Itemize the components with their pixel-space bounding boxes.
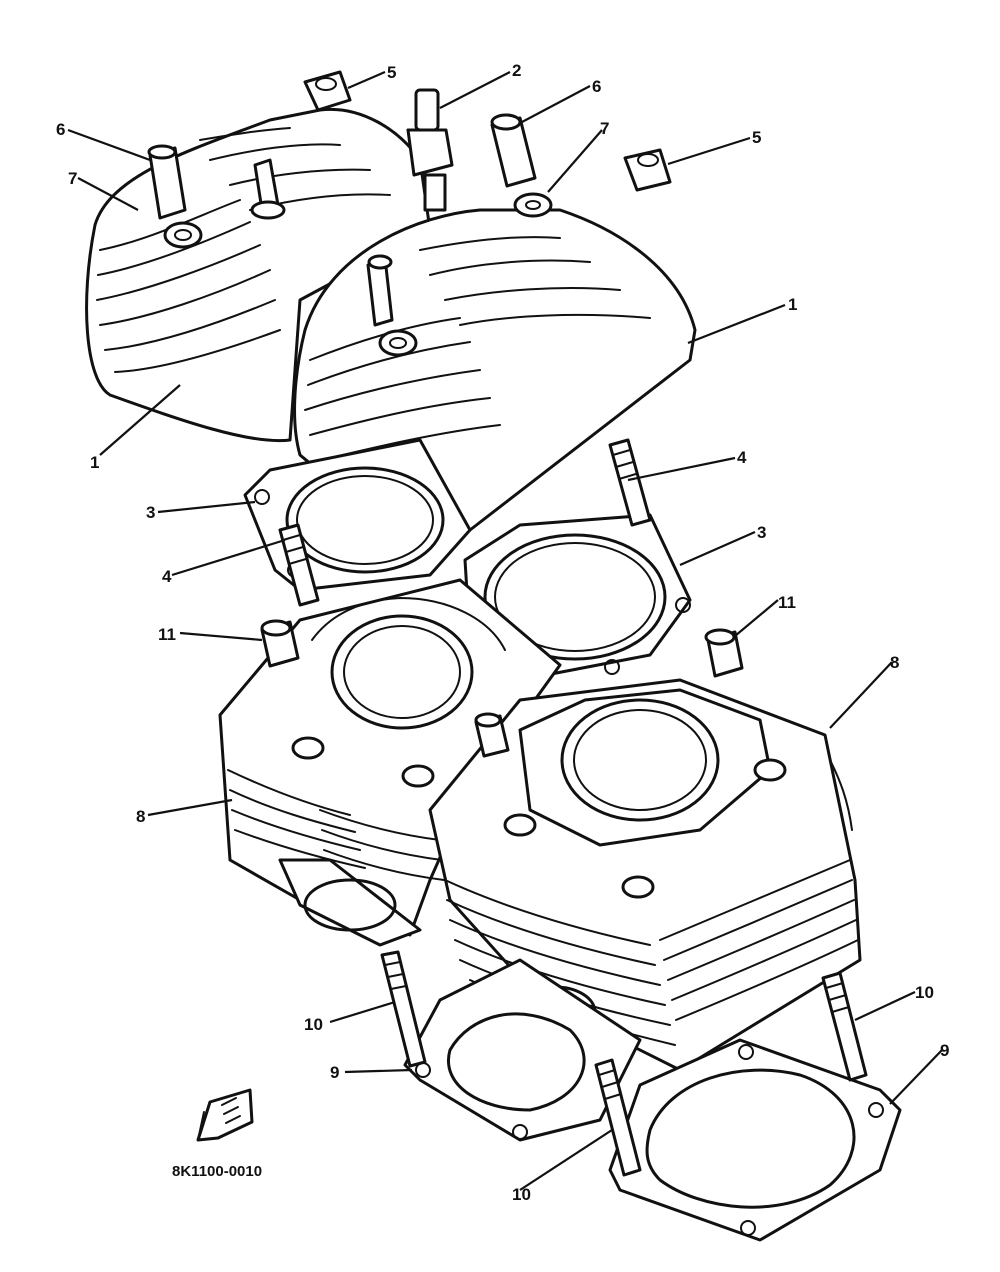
base-stud-10-right	[821, 971, 868, 1082]
callout-4-left: 4	[162, 567, 172, 586]
callout-4-right: 4	[737, 448, 747, 467]
cylinder-block-rear	[218, 578, 562, 947]
callout-3-left: 3	[146, 503, 155, 522]
stud-bolt-4-right	[608, 438, 652, 527]
callout-10-center: 10	[512, 1185, 531, 1204]
callout-8-right: 8	[890, 653, 899, 672]
base-gasket-rear	[403, 958, 642, 1142]
part-code-label: 8K1100-0010	[172, 1163, 262, 1180]
callout-leaders	[67, 70, 943, 1191]
callout-8-left: 8	[136, 807, 145, 826]
callout-6-left: 6	[56, 120, 65, 139]
callout-9-left: 9	[330, 1063, 339, 1082]
callout-2: 2	[512, 61, 521, 80]
callout-1-left: 1	[90, 453, 99, 472]
cap-nut-11-left	[260, 619, 300, 668]
callout-10-left: 10	[304, 1015, 323, 1034]
base-stud-10-left	[380, 950, 427, 1068]
callout-5-left: 5	[387, 63, 396, 82]
callout-11-left: 11	[158, 625, 176, 644]
callout-11-right: 11	[778, 593, 796, 612]
dowel-pin-6-left	[147, 144, 187, 220]
cap-nut-11-center	[474, 712, 510, 758]
callout-7-right: 7	[600, 119, 609, 138]
callout-3-right: 3	[757, 523, 766, 542]
dowel-pin-6-right	[490, 113, 537, 188]
front-arrow-icon	[196, 1088, 254, 1142]
cap-nut-11-right	[704, 628, 744, 678]
base-gasket-front	[608, 1038, 902, 1242]
stud-bolt-4-left	[278, 523, 320, 607]
callout-numbers: 1 1 2 3 3 4 4 5 5 6 6 7 7 8 8 9 9 10 10 …	[56, 61, 949, 1204]
base-stud-10-center	[594, 1058, 642, 1177]
callout-9-right: 9	[940, 1041, 949, 1060]
washer-7-right	[513, 192, 553, 218]
cap-nut-5-left	[303, 70, 352, 112]
spark-plug-2	[406, 88, 454, 212]
callout-7-left: 7	[68, 169, 77, 188]
callout-5-right: 5	[752, 128, 761, 147]
cap-nut-5-right	[623, 148, 672, 192]
callout-10-right: 10	[915, 983, 934, 1002]
callout-1-right: 1	[788, 295, 797, 314]
callout-6-right: 6	[592, 77, 601, 96]
